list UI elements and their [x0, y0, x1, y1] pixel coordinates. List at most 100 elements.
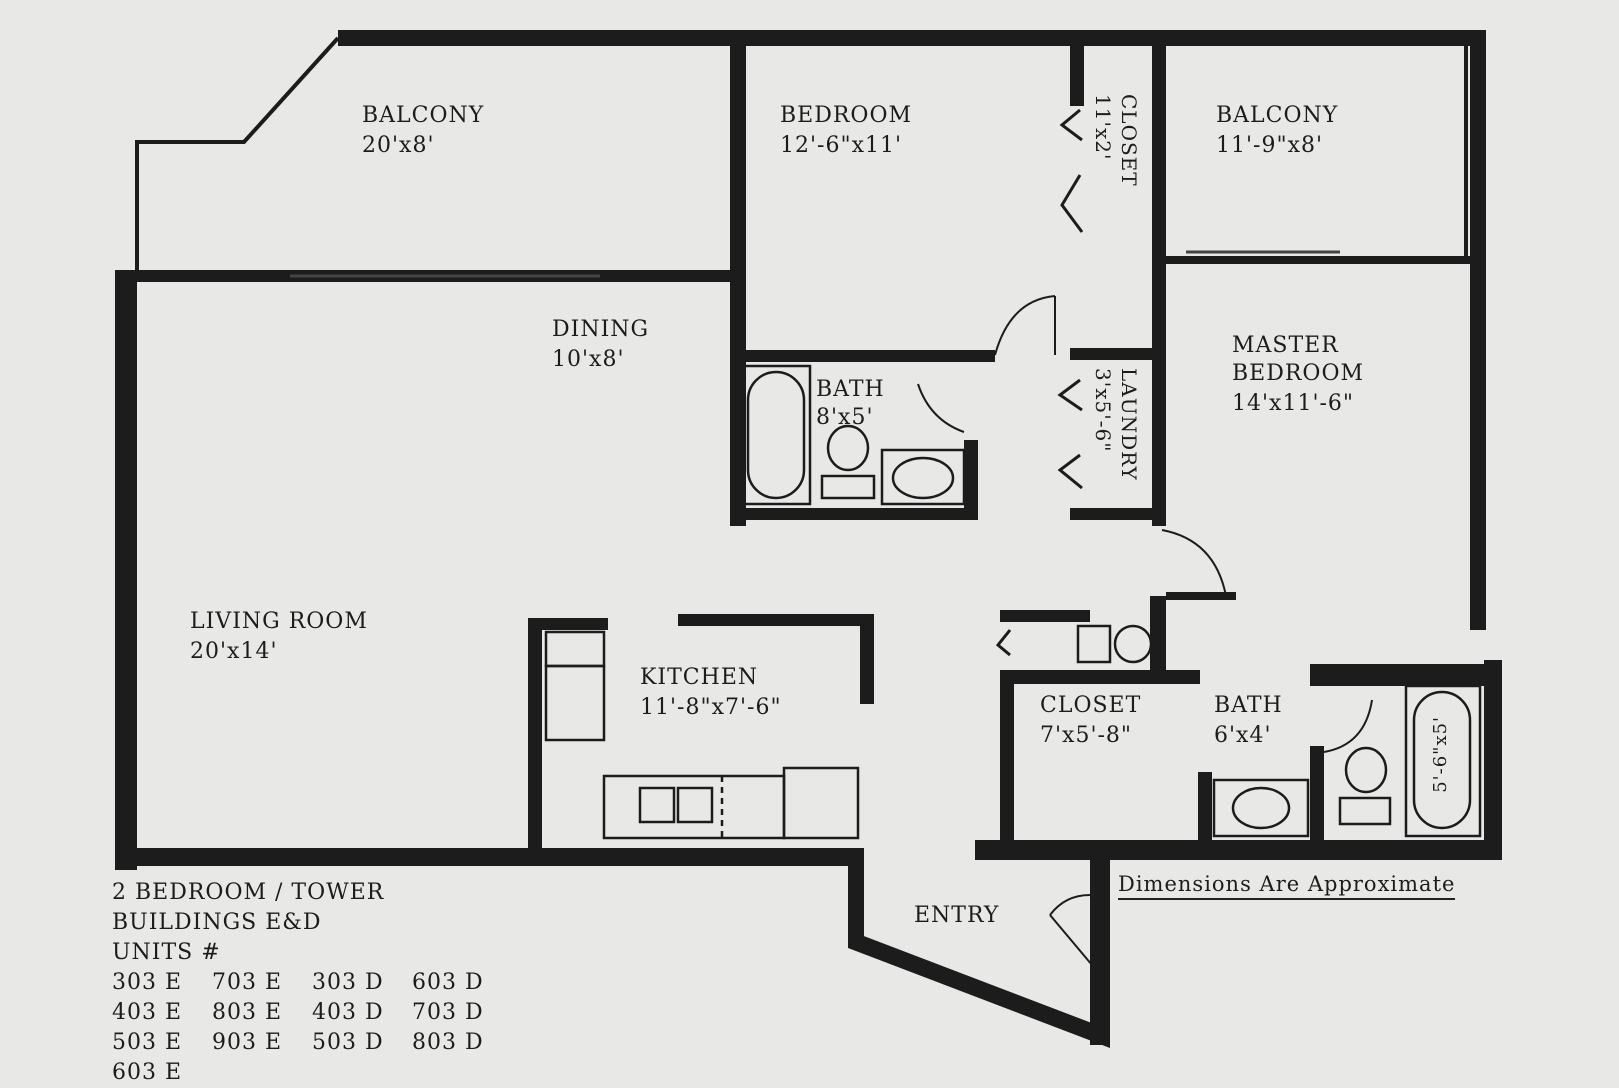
room-dim-bath-lower: 6'x4' — [1214, 723, 1272, 748]
door-swing-bedroom — [994, 295, 1056, 356]
room-name-bath-lower: BATH — [1214, 693, 1283, 718]
tub-lower-frame — [1404, 684, 1482, 838]
washer — [1076, 624, 1112, 664]
wall-bottom-left — [115, 848, 860, 866]
wall-kitchen-right — [860, 614, 874, 704]
counter-left — [544, 630, 606, 668]
wall-entry-left — [848, 848, 864, 948]
wall-kitchen-top-b — [678, 614, 874, 626]
room-dim-balcony-right: 11'-9"x8' — [1216, 133, 1324, 158]
unit-item: 303 E — [112, 970, 183, 995]
room-name-laundry: LAUNDRY — [1117, 368, 1141, 481]
unit-item: 703 E — [212, 970, 283, 995]
room-dim-dining: 10'x8' — [552, 347, 625, 372]
wall-closet-left — [1070, 46, 1084, 106]
room-name-bedroom: BEDROOM — [780, 103, 913, 128]
wall-bath-right — [964, 440, 978, 520]
door-swing-master — [1161, 529, 1227, 597]
room-dim-bedroom: 12'-6"x11' — [780, 133, 903, 158]
wall-balcony-master — [1166, 256, 1470, 264]
door-leaf-entry — [1049, 914, 1093, 966]
unit-item: 503 E — [112, 1030, 183, 1055]
room-name-closet-lower: CLOSET — [1040, 693, 1142, 718]
room-dim-master: 14'x11'-6" — [1232, 391, 1355, 416]
wall-bottom-right — [975, 840, 1502, 860]
room-name-entry: ENTRY — [914, 903, 1000, 928]
unit-item: 403 E — [112, 1000, 183, 1025]
wall-closet-lower-top — [1000, 670, 1200, 684]
kitchen-sink-b — [676, 786, 714, 824]
unit-item: 903 E — [212, 1030, 283, 1055]
unit-item: 603 D — [412, 970, 484, 995]
toilet-lower — [1344, 746, 1388, 794]
dryer — [1113, 624, 1153, 664]
wall-closet-right — [1152, 46, 1166, 526]
closet-bifold-lower — [995, 629, 1012, 657]
closet-bifold-2 — [1060, 174, 1084, 233]
wall-left — [115, 270, 137, 870]
tub-upper-frame — [742, 364, 812, 506]
room-name-master-2: BEDROOM — [1232, 361, 1365, 386]
dimensions-note: Dimensions Are Approximate — [1118, 872, 1456, 900]
toilet-upper — [826, 424, 870, 472]
wall-top — [338, 30, 1486, 46]
tub-upper — [746, 370, 806, 500]
room-name-balcony-right: BALCONY — [1216, 103, 1339, 128]
wall-laundry-bottom — [1070, 508, 1166, 520]
vanity-upper — [880, 448, 966, 506]
plan-buildings: BUILDINGS E&D — [112, 910, 322, 935]
toilet-upper-tank — [820, 474, 876, 500]
counter-bottom — [602, 774, 786, 840]
laundry-bifold-1 — [1057, 378, 1083, 412]
kitchen-sink-a — [638, 786, 676, 824]
wall-closet-lower-left — [1000, 670, 1014, 845]
wall-entry-diagonal — [848, 930, 1110, 1048]
room-name-dining: DINING — [552, 317, 650, 342]
sink-lower — [1231, 786, 1291, 830]
unit-item: 803 E — [212, 1000, 283, 1025]
closet-bifold-1 — [1059, 108, 1083, 142]
wall-kitchen-left — [528, 618, 542, 848]
door-swing-entry — [1049, 894, 1091, 916]
range — [782, 766, 860, 840]
door-swing-bath-lower — [1323, 699, 1373, 753]
unit-item: 303 D — [312, 970, 384, 995]
plan-type: 2 BEDROOM / TOWER — [112, 880, 385, 905]
unit-item: 603 E — [112, 1060, 183, 1085]
wall-bath-bottom — [730, 508, 978, 520]
wall-laundry-top — [1070, 348, 1166, 360]
room-dim-balcony-left: 20'x8' — [362, 133, 435, 158]
room-name-balcony-left: BALCONY — [362, 103, 485, 128]
unit-list: 303 E 703 E 303 D 603 D 403 E 803 E 403 … — [112, 968, 512, 1088]
wall-right-lower — [1484, 660, 1502, 860]
wall-bedroom-left — [730, 46, 746, 526]
room-name-living: LIVING ROOM — [190, 609, 368, 634]
plan-info: 2 BEDROOM / TOWER BUILDINGS E&D UNITS # … — [112, 878, 512, 1088]
room-dim-closet-top: 11'x2' — [1091, 94, 1115, 161]
toilet-lower-tank — [1338, 796, 1392, 826]
room-dim-closet-lower: 7'x5'-8" — [1040, 723, 1133, 748]
room-name-closet-top: CLOSET — [1117, 94, 1141, 187]
unit-item: 703 D — [412, 1000, 484, 1025]
wall-bath-lower-top — [1310, 664, 1500, 686]
door-swing-bath-upper — [917, 383, 965, 433]
room-dim-living: 20'x14' — [190, 639, 278, 664]
plan-units-heading: UNITS # — [112, 940, 221, 965]
balcony-left-rail — [135, 36, 340, 272]
sink-upper — [891, 456, 955, 500]
laundry-bifold-2 — [1057, 453, 1083, 490]
wall-right — [1470, 30, 1486, 630]
wall-bedroom-bottom — [730, 350, 995, 362]
fridge — [544, 664, 606, 742]
room-name-bath-upper: BATH — [816, 377, 885, 402]
tub-lower — [1412, 690, 1472, 830]
wall-bath-lower-div — [1310, 746, 1324, 842]
room-dim-kitchen: 11'-8"x7'-6" — [640, 695, 782, 720]
room-dim-laundry: 3'x5'-6" — [1091, 368, 1115, 453]
tub-dimension: 5'-6"x5' — [1430, 716, 1451, 793]
wall-core-right — [1150, 596, 1166, 676]
wall-entry-right — [1090, 860, 1110, 1045]
vanity-lower — [1212, 778, 1310, 838]
room-name-kitchen: KITCHEN — [640, 665, 759, 690]
